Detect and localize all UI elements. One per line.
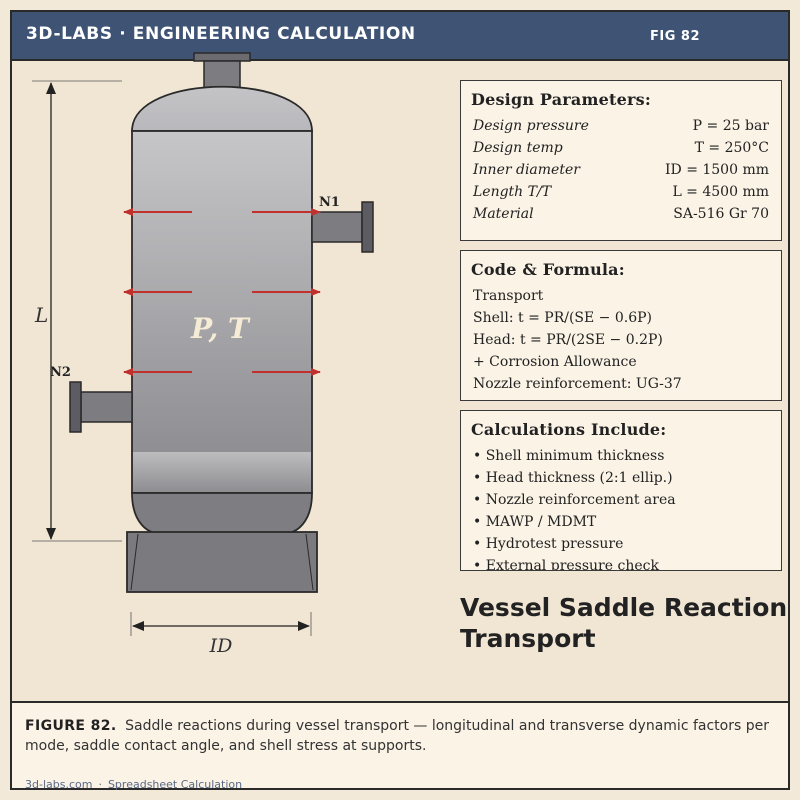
param-row: Material SA-516 Gr 70 xyxy=(461,203,781,225)
param-row: Length T/T L = 4500 mm xyxy=(461,181,781,203)
top-nozzle-flange xyxy=(193,52,251,62)
param-value: P = 25 bar xyxy=(692,118,769,134)
design-parameters-title: Design Parameters: xyxy=(471,90,651,109)
param-label: Material xyxy=(473,206,534,222)
calculation-item: Shell minimum thickness xyxy=(461,445,781,467)
calculation-item: Head thickness (2:1 ellip.) xyxy=(461,467,781,489)
footer-site-link[interactable]: 3d-labs.com xyxy=(25,778,93,791)
nozzle-n2-flange xyxy=(69,381,82,433)
vessel-drawing: N1 N2 P, T L ID xyxy=(32,52,374,657)
main-title: Vessel Saddle Reaction Transport xyxy=(460,592,788,654)
nozzle-n2 xyxy=(80,391,133,423)
caption-text: FIGURE 82. Saddle reactions during vesse… xyxy=(25,716,775,756)
main-title-line: Transport xyxy=(460,624,596,653)
saddle-support xyxy=(126,531,318,593)
caption-lead: FIGURE 82. xyxy=(25,718,117,734)
nozzle-n2-label: N2 xyxy=(50,365,71,380)
bottom-head xyxy=(131,492,313,535)
calculation-item: Hydrotest pressure xyxy=(461,533,781,555)
header-title: 3D-LABS · ENGINEERING CALCULATION xyxy=(26,24,416,44)
diameter-label: ID xyxy=(209,635,233,657)
design-parameters-panel: Design Parameters: Design pressure P = 25… xyxy=(460,80,782,241)
param-label: Inner diameter xyxy=(473,162,580,178)
calculation-item: External pressure check xyxy=(461,555,781,570)
top-head xyxy=(131,85,313,132)
length-label: L xyxy=(34,303,48,327)
param-label: Design pressure xyxy=(473,118,589,134)
param-row: Inner diameter ID = 1500 mm xyxy=(461,159,781,181)
pressure-arrows xyxy=(123,208,321,376)
footer-separator: · xyxy=(98,778,102,791)
param-value: T = 250°C xyxy=(694,140,769,156)
param-label: Length T/T xyxy=(473,184,552,200)
calculations-panel: Calculations Include: Shell minimum thic… xyxy=(460,410,782,571)
calculation-item: Nozzle reinforcement area xyxy=(461,489,781,511)
saddle-edge-left xyxy=(130,533,139,591)
calculations-title: Calculations Include: xyxy=(471,420,667,439)
shell-lower-band xyxy=(133,452,311,492)
main-title-line: Vessel Saddle Reaction xyxy=(460,593,788,622)
formula-line: Head: t = PR/(2SE − 0.2P) xyxy=(473,332,663,348)
formula-line: Transport xyxy=(473,288,544,304)
code-formula-title: Code & Formula: xyxy=(471,260,625,279)
header-bar: 3D-LABS · ENGINEERING CALCULATION FIG 82 xyxy=(12,12,788,61)
calculation-item: MAWP / MDMT xyxy=(461,511,781,533)
nozzle-n1 xyxy=(311,211,363,243)
param-value: SA-516 Gr 70 xyxy=(673,206,769,222)
formula-line: + Corrosion Allowance xyxy=(473,354,637,370)
footer: 3d-labs.com · Spreadsheet Calculation xyxy=(25,778,242,791)
nozzle-n1-flange xyxy=(361,201,374,253)
figure-frame: 3D-LABS · ENGINEERING CALCULATION FIG 82 xyxy=(10,10,790,791)
param-label: Design temp xyxy=(473,140,563,156)
formula-line: Nozzle reinforcement: UG-37 xyxy=(473,376,682,392)
formula-line: Shell: t = PR/(SE − 0.6P) xyxy=(473,310,652,326)
caption-body: Saddle reactions during vessel transport… xyxy=(25,718,769,754)
figure-caption: FIGURE 82. Saddle reactions during vesse… xyxy=(12,701,788,791)
param-row: Design pressure P = 25 bar xyxy=(461,115,781,137)
saddle-edge-right xyxy=(305,533,314,591)
code-formula-panel: Code & Formula: Transport Shell: t = PR/… xyxy=(460,250,782,401)
nozzle-n1-label: N1 xyxy=(319,195,340,210)
param-value: ID = 1500 mm xyxy=(664,162,769,178)
param-row: Design temp T = 250°C xyxy=(461,137,781,159)
footer-label: Spreadsheet Calculation xyxy=(107,778,243,791)
param-value: L = 4500 mm xyxy=(672,184,769,200)
figure-tag: FIG 82 xyxy=(650,29,701,44)
pressure-temperature-label: P, T xyxy=(190,312,251,345)
vessel-shell xyxy=(131,130,313,494)
